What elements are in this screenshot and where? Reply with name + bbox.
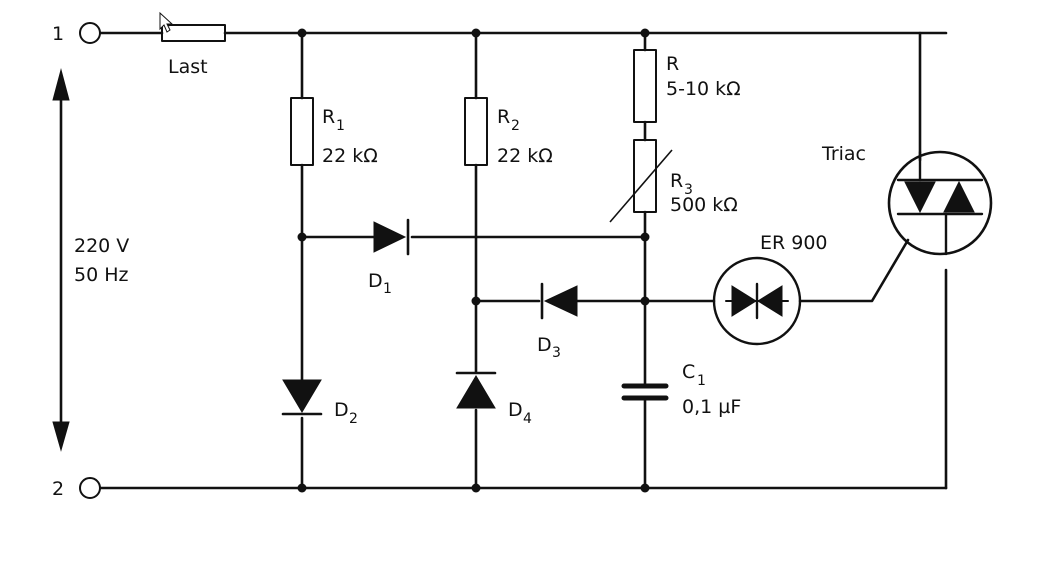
capacitor-c1: C 1 0,1 µF (621, 361, 741, 418)
resistor-r2: R 2 22 kΩ (464, 97, 553, 167)
d3-sub: 3 (552, 345, 561, 361)
r3-sub: 3 (684, 182, 693, 198)
mouse-cursor-icon (159, 11, 174, 33)
triac: Triac (821, 143, 993, 256)
load-label: Last (168, 56, 208, 78)
d3-name: D (537, 334, 552, 356)
r3-value: 500 kΩ (670, 194, 738, 216)
c1-value: 0,1 µF (682, 396, 741, 418)
diode-d1: D 1 (368, 218, 410, 297)
d2-name: D (334, 399, 349, 421)
supply-voltage-label: 220 V (74, 235, 129, 257)
terminal-1: 1 (52, 22, 101, 45)
diode-d2: D 2 (281, 379, 358, 427)
c1-sub: 1 (697, 373, 706, 389)
resistor-r: R 5-10 kΩ (633, 49, 741, 123)
r2-name: R (497, 106, 510, 128)
triac-label: Triac (821, 143, 866, 165)
r2-value: 22 kΩ (497, 145, 553, 167)
supply-voltage-arrow: 220 V 50 Hz (52, 68, 129, 452)
r1-sub: 1 (336, 118, 345, 134)
potentiometer-r3: R 3 500 kΩ (609, 139, 738, 223)
c1-name: C (682, 361, 695, 383)
d2-sub: 2 (349, 411, 358, 427)
diode-d4: D 4 (455, 371, 532, 427)
terminal-1-label: 1 (52, 23, 64, 45)
r2-sub: 2 (511, 118, 520, 134)
d1-name: D (368, 270, 383, 292)
d4-sub: 4 (523, 411, 532, 427)
d1-sub: 1 (383, 281, 392, 297)
terminal-2-label: 2 (52, 478, 64, 500)
load-resistor: Last (159, 13, 226, 78)
r3-name: R (670, 170, 683, 192)
r1-value: 22 kΩ (322, 145, 378, 167)
terminal-2: 2 (52, 477, 101, 500)
resistor-r1: R 1 22 kΩ (290, 97, 378, 167)
r-name: R (666, 53, 679, 75)
r-value: 5-10 kΩ (666, 78, 741, 100)
junctions (297, 28, 650, 493)
diode-d3: D 3 (537, 282, 578, 361)
diac-er900: ER 900 (712, 232, 828, 346)
diac-label: ER 900 (760, 232, 828, 254)
d4-name: D (508, 399, 523, 421)
r1-name: R (322, 106, 335, 128)
supply-frequency-label: 50 Hz (74, 264, 129, 286)
